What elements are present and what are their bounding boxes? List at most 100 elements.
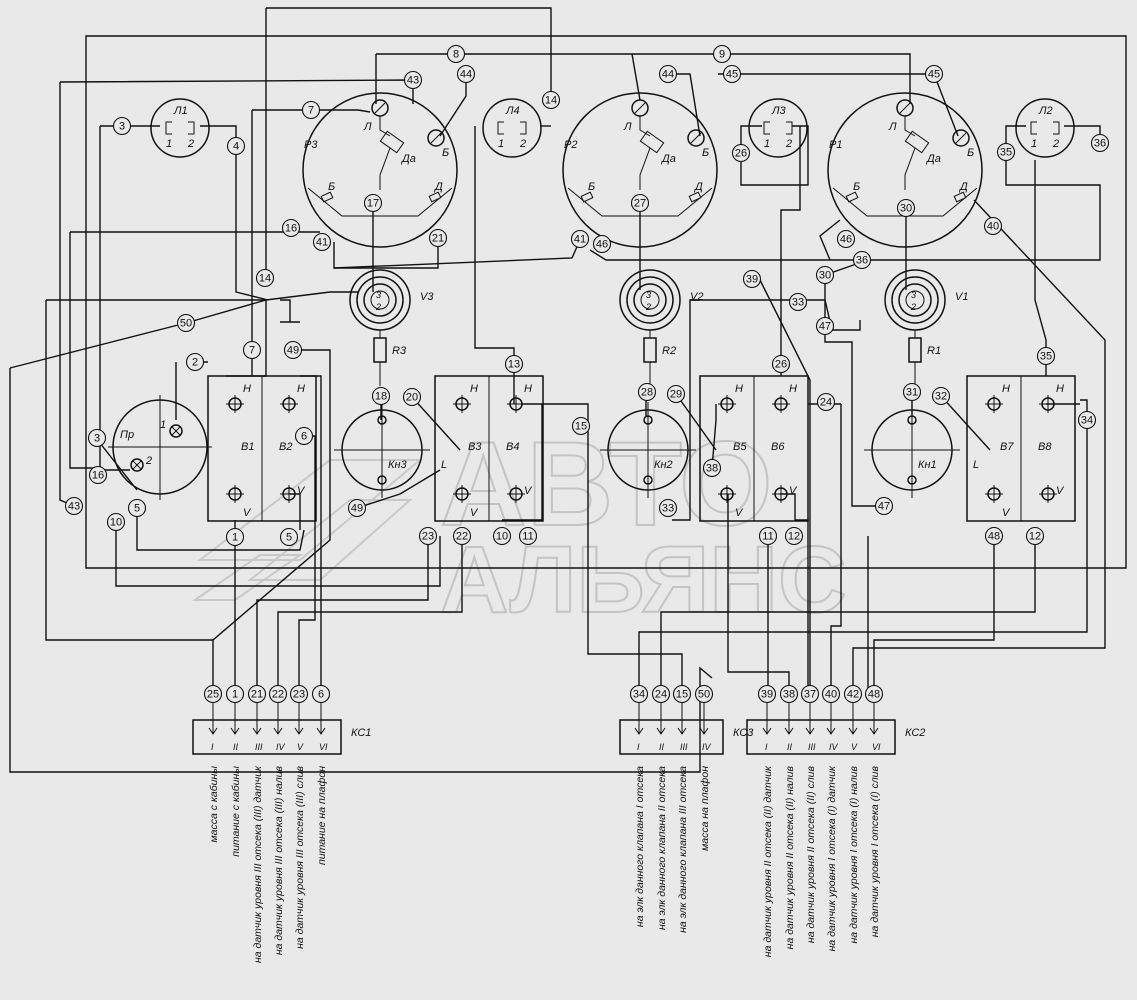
connector-ks2-pin-5: VI (872, 742, 881, 752)
wire-node-circle (788, 292, 808, 312)
wire-node-number: 48 (868, 689, 880, 701)
wire-node-number: 11 (762, 531, 773, 543)
wire-node-circle (666, 384, 686, 404)
wire-node-number: 35 (1040, 351, 1052, 363)
wire-node: 44 (456, 64, 476, 84)
switchblock-b78-l: L (973, 459, 979, 471)
connector-ks1-arrow-5 (316, 727, 326, 735)
gauge-p1-b-label: Б (967, 147, 974, 159)
wire-node-number: 28 (641, 387, 653, 399)
gauge-p2-scale (567, 187, 713, 217)
wire-node-number: 3 (94, 433, 100, 445)
connector-ks1-desc-0: масса с кабины (208, 766, 220, 843)
wire-node-circle (592, 234, 612, 254)
wire-node-number: 30 (819, 270, 831, 282)
wire-node: 11 (758, 526, 778, 546)
wire-node-circle (428, 228, 448, 248)
wire-node: 38 (779, 684, 799, 704)
switchblock-b34-v1: V (470, 507, 479, 519)
wire-node-circle (371, 386, 391, 406)
connector-ks2-arrow-5 (869, 727, 879, 735)
connector-ks3-arrow-0 (634, 727, 644, 735)
wire-node-number: 2 (192, 357, 198, 369)
wire-node: 1 (225, 684, 245, 704)
wire-node: 20 (402, 387, 422, 407)
switchblock-b78-v2: V (1056, 485, 1065, 497)
wire-node-number: 23 (422, 531, 434, 543)
wire-node-number: 25 (207, 689, 219, 701)
wire-node-number: 4 (233, 141, 239, 153)
button-kn3-contact-bottom (377, 475, 387, 485)
wire-node: 40 (821, 684, 841, 704)
wire-node-circle (225, 527, 245, 547)
gauge-p3-needle (379, 116, 391, 190)
connector-ks2-label: КС2 (905, 727, 925, 739)
wire-node-circle (1025, 526, 1045, 546)
lamp-l2-pin1: 1 (1031, 138, 1037, 150)
wire-node-circle (702, 458, 722, 478)
connector-ks2-arrow-2 (805, 727, 815, 735)
wire-node-circle (1090, 133, 1110, 153)
selector-pin-1: 1 (160, 419, 166, 431)
wire-node-circle (225, 684, 245, 704)
lamp-l2-contacts (1030, 121, 1060, 135)
wire-node-number: 33 (792, 297, 804, 309)
wire-node: 22 (268, 684, 288, 704)
wire-node: 2 (185, 352, 205, 372)
connector-ks1-arrow-4 (294, 727, 304, 735)
wire-node: 5 (127, 498, 147, 518)
wire-node-number: 22 (456, 531, 468, 543)
connector-ks3-pin-2: III (680, 742, 688, 752)
wire-node-circle (996, 142, 1016, 162)
lamp-l3-pin1: 1 (764, 138, 770, 150)
wire-node: 14 (255, 268, 275, 288)
wire-node-circle (203, 684, 223, 704)
lamp-l3-contacts (763, 121, 793, 135)
wire-node: 44 (658, 64, 678, 84)
wire-node-circle (784, 526, 804, 546)
wire-node-circle (112, 116, 132, 136)
connector-ks2-desc-5: на датчик уровня I отсека (I) слив (869, 765, 881, 937)
wire-node-circle (630, 193, 650, 213)
wire-node-circle (864, 684, 884, 704)
wire-node: 15 (571, 416, 591, 436)
resistor-v1-body (908, 337, 922, 363)
wire-node: 6 (294, 426, 314, 446)
wires (9, 7, 1127, 773)
connector-ks3-body (619, 719, 724, 755)
wire-node-number: 49 (287, 345, 299, 357)
lamp-l1-pin2: 2 (187, 138, 194, 150)
wire-node-circle (816, 392, 836, 412)
wire-node-circle (815, 265, 835, 285)
connector-ks1-pin-4: V (297, 742, 304, 752)
wire-node-number: 5 (286, 532, 292, 544)
lamp-l3-label: Л3 (771, 105, 787, 117)
gauge-p3-contact-d (428, 191, 442, 203)
gauge-p3-scale (307, 187, 453, 217)
coil-v2-label: V2 (690, 291, 703, 303)
wire-node-number: 50 (698, 689, 710, 701)
wire-node-circle (902, 382, 922, 402)
wire-node-circle (731, 143, 751, 163)
wire-node: 10 (492, 526, 512, 546)
wire-node-circle (452, 526, 472, 546)
gauge-p3-body (302, 92, 458, 248)
wire-node-number: 31 (906, 387, 918, 399)
wire-node: 46 (592, 234, 612, 254)
wire-node-circle (742, 269, 762, 289)
wire-node-number: 24 (655, 689, 667, 701)
gauge-p3-l-label: Л (363, 121, 372, 133)
wire-node-number: 43 (68, 501, 80, 513)
switchblock-b12-h2: Н (297, 383, 305, 395)
wire-node: 14 (541, 90, 561, 110)
wire-node: 39 (742, 269, 762, 289)
wire-node-number: 47 (819, 321, 831, 333)
coil-v1-ring-2 (898, 283, 932, 317)
wire-node-circle (446, 44, 466, 64)
watermark: АВТО АЛЬЯНС (191, 416, 848, 634)
connector-ks1-desc-2: на датчик уровня III отсека (III) датчик (252, 765, 264, 963)
switchblock-b34-l: L (441, 459, 447, 471)
switchblock-b56-h1: Н (735, 383, 743, 395)
connector-ks3-arrow-3 (699, 727, 709, 735)
